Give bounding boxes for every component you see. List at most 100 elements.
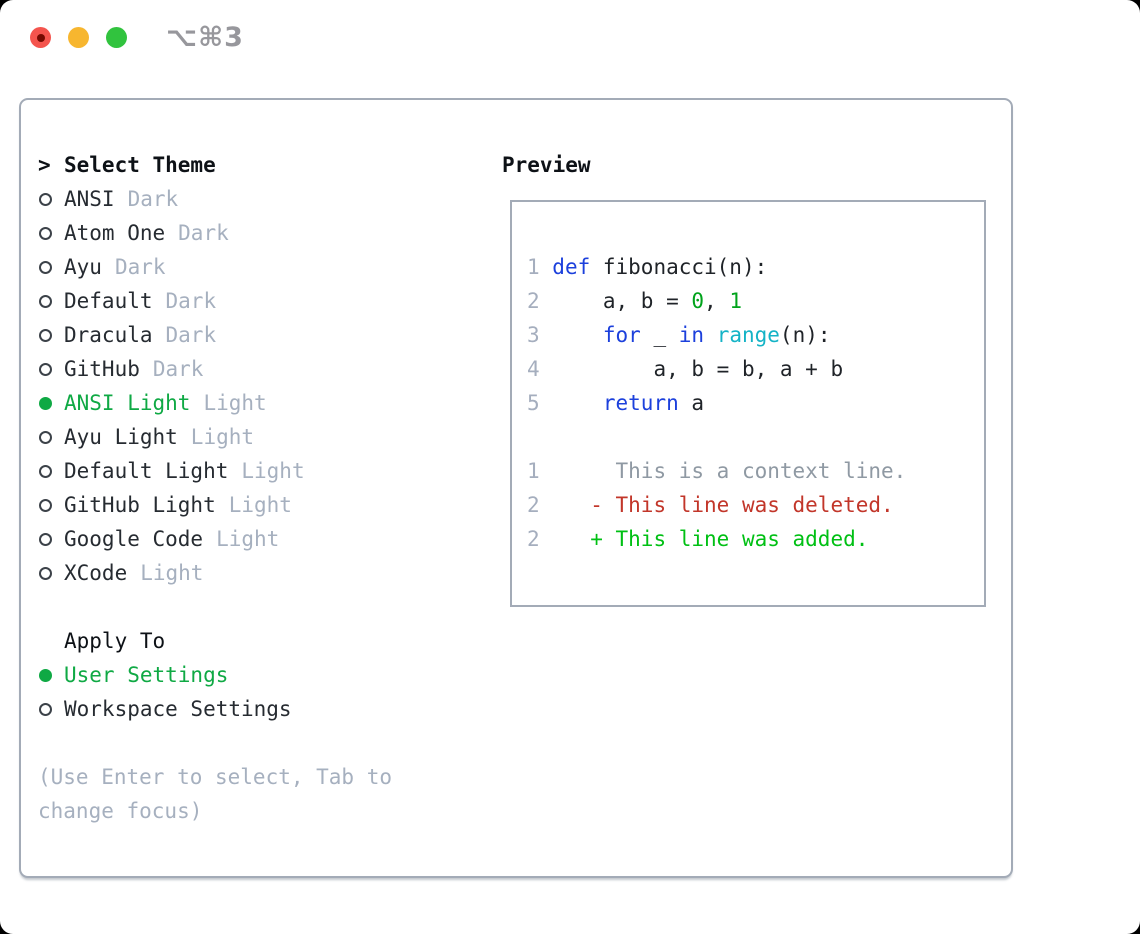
radio-icon xyxy=(39,396,52,410)
code-segment: in xyxy=(678,323,705,347)
code-segment: + This line was added. xyxy=(552,527,869,551)
theme-option[interactable]: Dracula Dark xyxy=(38,318,488,352)
window-titlebar: ⌥⌘3 xyxy=(0,0,1140,75)
code-segment xyxy=(552,391,603,415)
theme-variant-badge: Dark xyxy=(152,357,204,381)
radio-icon xyxy=(39,532,52,546)
radio-icon xyxy=(39,668,52,682)
theme-option-list: ANSI Dark Atom One Dark Ayu Dark Default… xyxy=(38,182,488,590)
code-segment xyxy=(552,323,603,347)
close-dot-icon xyxy=(36,33,45,42)
code-segment: for xyxy=(602,323,641,347)
line-number: 3 xyxy=(527,323,553,347)
theme-variant-badge: Dark xyxy=(114,255,166,279)
theme-option[interactable]: GitHub Dark xyxy=(38,352,488,386)
theme-name: Ayu xyxy=(64,255,102,279)
theme-option[interactable]: Default Light Light xyxy=(38,454,488,488)
code-preview: 1 def fibonacci(n): 2 a, b = 0, 1 3 for … xyxy=(527,250,984,556)
radio-icon xyxy=(39,192,52,206)
code-segment: a xyxy=(678,391,705,415)
line-number: 1 xyxy=(527,459,553,483)
theme-option[interactable]: Default Dark xyxy=(38,284,488,318)
code-segment: return xyxy=(602,391,679,415)
radio-icon xyxy=(39,328,52,342)
apply-to-option[interactable]: User Settings xyxy=(38,658,488,692)
theme-option[interactable]: Google Code Light xyxy=(38,522,488,556)
theme-option[interactable]: ANSI Dark xyxy=(38,182,488,216)
theme-name: Default Light xyxy=(64,459,229,483)
theme-name: Default xyxy=(64,289,153,313)
theme-variant-badge: Dark xyxy=(165,289,217,313)
code-line: 1 This is a context line. xyxy=(527,454,984,488)
line-number: 5 xyxy=(527,391,553,415)
theme-variant-badge: Light xyxy=(190,425,255,449)
code-line: 4 a, b = b, a + b xyxy=(527,352,984,386)
theme-name: Ayu Light xyxy=(64,425,178,449)
code-segment: This is a context line. xyxy=(552,459,907,483)
code-line: 2 - This line was deleted. xyxy=(527,488,984,522)
code-line: 5 return a xyxy=(527,386,984,420)
code-segment: - This line was deleted. xyxy=(552,493,894,517)
theme-option[interactable]: GitHub Light Light xyxy=(38,488,488,522)
radio-icon xyxy=(39,260,52,274)
apply-to-option-label: Workspace Settings xyxy=(64,697,292,721)
code-segment xyxy=(704,323,717,347)
code-segment: 0 xyxy=(691,289,705,313)
select-theme-title: Select Theme xyxy=(64,153,216,177)
radio-icon xyxy=(39,566,52,580)
code-segment: 1 xyxy=(729,289,742,313)
zoom-button[interactable] xyxy=(106,27,127,48)
code-line: 2 a, b = 0, 1 xyxy=(527,284,984,318)
code-line: 3 for _ in range(n): xyxy=(527,318,984,352)
apply-to-option-list: User Settings Workspace Settings xyxy=(38,658,488,726)
theme-variant-badge: Light xyxy=(228,493,292,517)
apply-to-option[interactable]: Workspace Settings xyxy=(38,692,488,726)
code-line: 2 + This line was added. xyxy=(527,522,984,556)
theme-option[interactable]: Atom One Dark xyxy=(38,216,488,250)
code-line: 1 def fibonacci(n): xyxy=(527,250,984,284)
theme-variant-badge: Light xyxy=(203,391,267,415)
close-button[interactable] xyxy=(30,27,51,48)
theme-option[interactable]: ANSI Light Light xyxy=(38,386,488,420)
radio-icon xyxy=(39,226,52,240)
theme-option[interactable]: XCode Light xyxy=(38,556,488,590)
code-segment: _ xyxy=(640,323,679,347)
line-number: 1 xyxy=(527,255,553,279)
code-segment: fibonacci(n): xyxy=(590,255,768,279)
code-segment: def xyxy=(552,255,591,279)
code-segment: (n): xyxy=(779,323,831,347)
code-segment: , xyxy=(704,289,730,313)
theme-variant-badge: Light xyxy=(241,459,305,483)
apply-to-title: Apply To xyxy=(64,629,166,653)
theme-name: ANSI xyxy=(64,187,115,211)
theme-name: GitHub xyxy=(64,357,140,381)
theme-preview-box: 1 def fibonacci(n): 2 a, b = 0, 1 3 for … xyxy=(510,200,986,607)
line-number xyxy=(527,425,552,449)
minimize-button[interactable] xyxy=(68,27,89,48)
theme-variant-badge: Dark xyxy=(127,187,179,211)
theme-option[interactable]: Ayu Dark xyxy=(38,250,488,284)
apply-to-option-label: User Settings xyxy=(64,663,229,687)
theme-option[interactable]: Ayu Light Light xyxy=(38,420,488,454)
line-number: 2 xyxy=(527,493,553,517)
theme-name: Dracula xyxy=(64,323,153,347)
theme-name: XCode xyxy=(64,561,128,585)
line-number: 2 xyxy=(527,289,553,313)
theme-name: GitHub Light xyxy=(64,493,216,517)
keyboard-hint-text: (Use Enter to select, Tab to change focu… xyxy=(38,765,393,823)
radio-icon xyxy=(39,702,52,716)
code-segment: range xyxy=(716,323,780,347)
line-number: 4 xyxy=(527,357,553,381)
theme-name: Atom One xyxy=(64,221,166,245)
radio-icon xyxy=(39,294,52,308)
window-shortcut-label: ⌥⌘3 xyxy=(166,22,244,53)
theme-variant-badge: Light xyxy=(216,527,280,551)
theme-variant-badge: Dark xyxy=(165,323,217,347)
spacer xyxy=(38,590,488,624)
radio-icon xyxy=(39,430,52,444)
theme-variant-badge: Dark xyxy=(178,221,229,245)
theme-selector-panel: > Select Theme ANSI Dark Atom One Dark A… xyxy=(19,98,1013,878)
theme-list-column: > Select Theme ANSI Dark Atom One Dark A… xyxy=(38,148,488,828)
select-theme-header: > Select Theme xyxy=(38,148,488,182)
